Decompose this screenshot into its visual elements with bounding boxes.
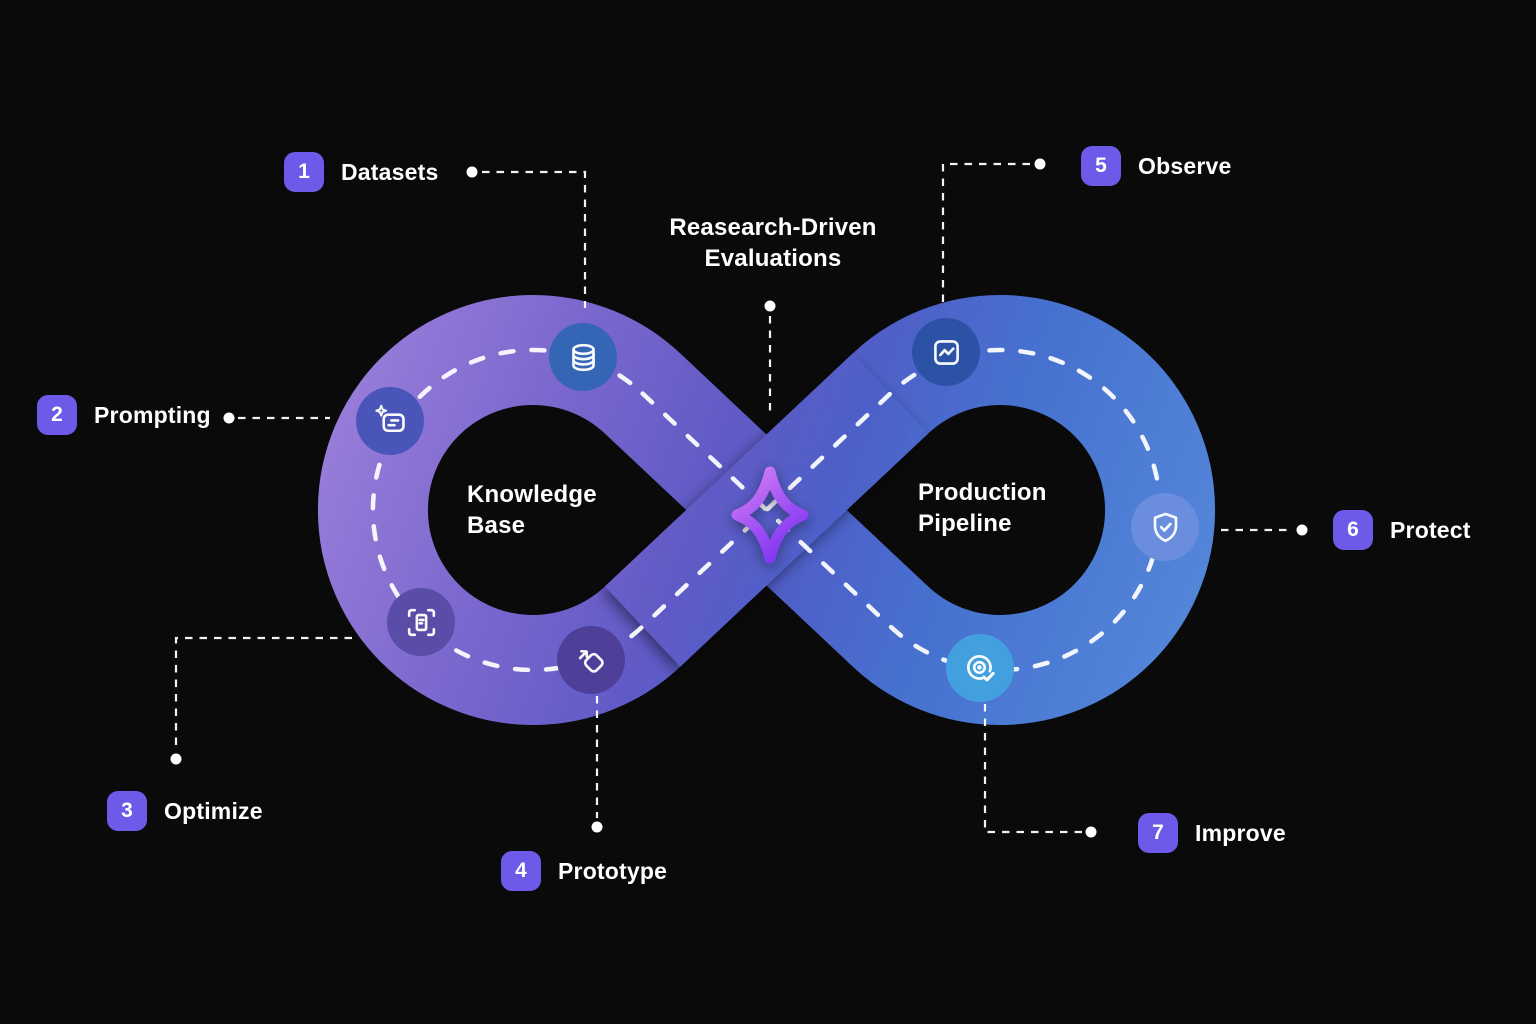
prompt-sparkle-icon — [374, 404, 405, 432]
step-improve: 7 Improve — [1138, 813, 1286, 853]
step-datasets: 1 Datasets — [284, 152, 439, 192]
prompting-node — [356, 387, 424, 455]
step-label: Prototype — [558, 857, 668, 884]
step-label: Observe — [1138, 152, 1232, 179]
connector-lines — [174, 162, 1293, 834]
connector-dots — [170, 158, 1308, 838]
dot-protect — [1296, 524, 1308, 536]
dot-datasets — [466, 166, 478, 178]
page-title: Reasearch-Driven Evaluations — [669, 214, 877, 272]
improve-node — [946, 634, 1014, 702]
step-number-badge: 5 — [1081, 146, 1121, 186]
step-number-badge: 3 — [107, 791, 147, 831]
dot-prompting — [223, 412, 235, 424]
improve-target-icon — [966, 654, 995, 681]
dot-improve — [1085, 826, 1097, 838]
step-number-badge: 4 — [501, 851, 541, 891]
step-label: Prompting — [94, 401, 211, 428]
optimize-document-icon — [407, 608, 435, 636]
step-label: Optimize — [164, 797, 263, 824]
step-number-badge: 6 — [1333, 510, 1373, 550]
step-prototype: 4 Prototype — [501, 851, 667, 891]
step-label: Improve — [1195, 819, 1286, 846]
step-protect: 6 Protect — [1333, 510, 1471, 550]
center-star-icon — [731, 466, 809, 564]
connector-improve — [983, 704, 1082, 834]
step-prompting: 2 Prompting — [37, 395, 211, 435]
observe-node — [912, 318, 980, 386]
dot-optimize — [170, 753, 182, 765]
step-number-badge: 7 — [1138, 813, 1178, 853]
datasets-node — [549, 323, 617, 391]
dot-prototype — [591, 821, 603, 833]
production-pipeline-label: Production Pipeline — [918, 479, 1047, 538]
step-label: Datasets — [341, 158, 439, 185]
step-number-badge: 2 — [37, 395, 77, 435]
step-number-badge: 1 — [284, 152, 324, 192]
dot-evaluations — [764, 300, 776, 312]
connector-optimize — [174, 636, 352, 750]
band-dashed-centerline — [370, 347, 1163, 673]
connector-observe — [941, 162, 1030, 308]
prototype-rotate-icon — [578, 649, 604, 673]
dot-observe — [1034, 158, 1046, 170]
knowledge-base-label: Knowledge Base — [467, 481, 597, 540]
connector-datasets — [482, 170, 587, 308]
protect-shield-icon — [1153, 512, 1177, 542]
step-optimize: 3 Optimize — [107, 791, 263, 831]
protect-node — [1131, 493, 1199, 561]
optimize-node — [387, 588, 455, 656]
step-observe: 5 Observe — [1081, 146, 1231, 186]
database-icon — [571, 343, 595, 371]
prototype-node — [557, 626, 625, 694]
observe-chart-icon — [933, 339, 959, 365]
step-label: Protect — [1390, 516, 1471, 543]
